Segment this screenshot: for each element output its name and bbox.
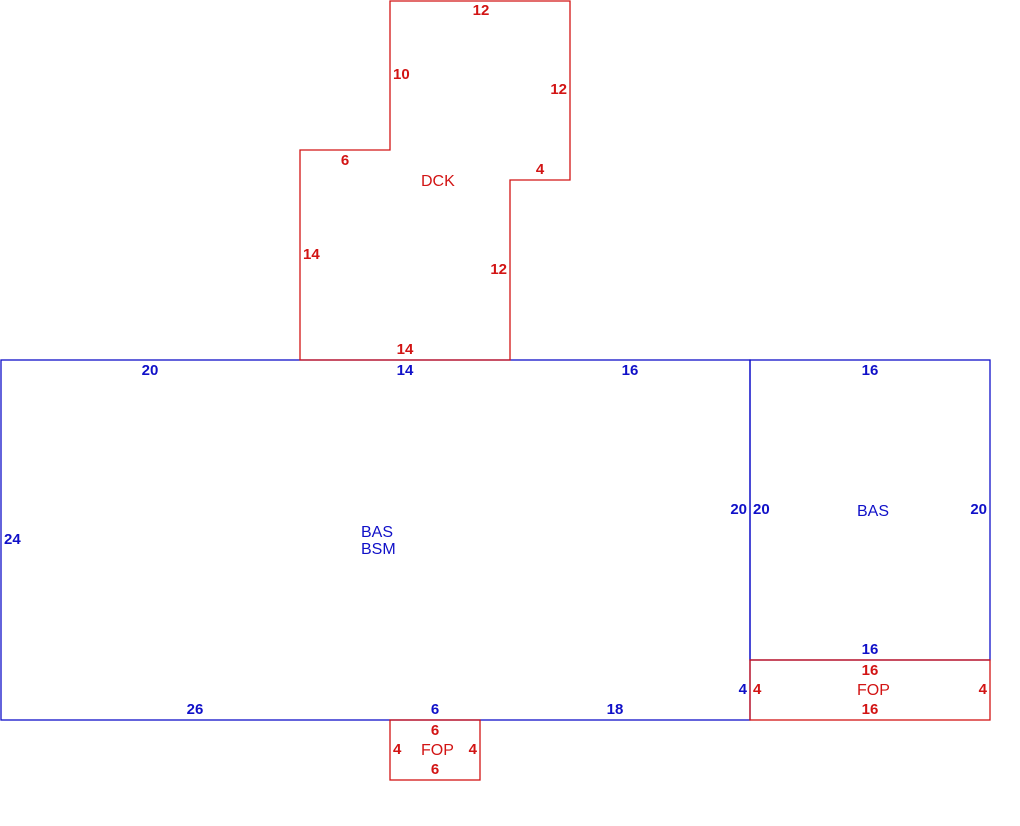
dimension-label: 12 bbox=[473, 2, 490, 19]
dimension-label: 14 bbox=[397, 362, 414, 379]
dimension-label: 6 bbox=[341, 152, 349, 169]
front-porch-outline bbox=[389, 719, 481, 781]
dimension-label: 16 bbox=[862, 701, 879, 718]
deck-outline bbox=[299, 0, 571, 361]
dimension-label: 16 bbox=[862, 362, 879, 379]
right-porch-area-code: FOP bbox=[857, 682, 890, 699]
dimension-label: 16 bbox=[862, 641, 879, 658]
right-porch-outline bbox=[749, 659, 991, 721]
dimension-label: 26 bbox=[187, 701, 204, 718]
dimension-label: 16 bbox=[622, 362, 639, 379]
dimension-label: 14 bbox=[397, 341, 414, 358]
main-area-code-1: BAS bbox=[361, 524, 393, 541]
dimension-label: 6 bbox=[431, 701, 439, 718]
dimension-label: 4 bbox=[753, 681, 762, 698]
dimension-label: 20 bbox=[753, 501, 770, 518]
dimension-label: 4 bbox=[536, 161, 545, 178]
front-porch-area-code: FOP bbox=[421, 742, 454, 759]
dimension-label: 4 bbox=[469, 741, 478, 758]
dimension-label: 12 bbox=[490, 261, 507, 278]
dimension-label: 16 bbox=[862, 662, 879, 679]
addition-area-code: BAS bbox=[857, 503, 889, 520]
dimension-label: 10 bbox=[393, 66, 410, 83]
dimension-label: 4 bbox=[739, 681, 748, 698]
dimension-label: 12 bbox=[550, 81, 567, 98]
dimension-label: 20 bbox=[142, 362, 159, 379]
dimension-label: 18 bbox=[607, 701, 624, 718]
dimension-label: 6 bbox=[431, 761, 439, 778]
dimension-label: 6 bbox=[431, 722, 439, 739]
main-area-code-2: BSM bbox=[361, 541, 396, 558]
dimension-label: 20 bbox=[970, 501, 987, 518]
dimension-label: 4 bbox=[979, 681, 988, 698]
dimension-label: 14 bbox=[303, 246, 320, 263]
dimension-label: 4 bbox=[393, 741, 402, 758]
dimension-label: 20 bbox=[730, 501, 747, 518]
dimension-label: 24 bbox=[4, 531, 21, 548]
deck-area-code: DCK bbox=[421, 173, 455, 190]
